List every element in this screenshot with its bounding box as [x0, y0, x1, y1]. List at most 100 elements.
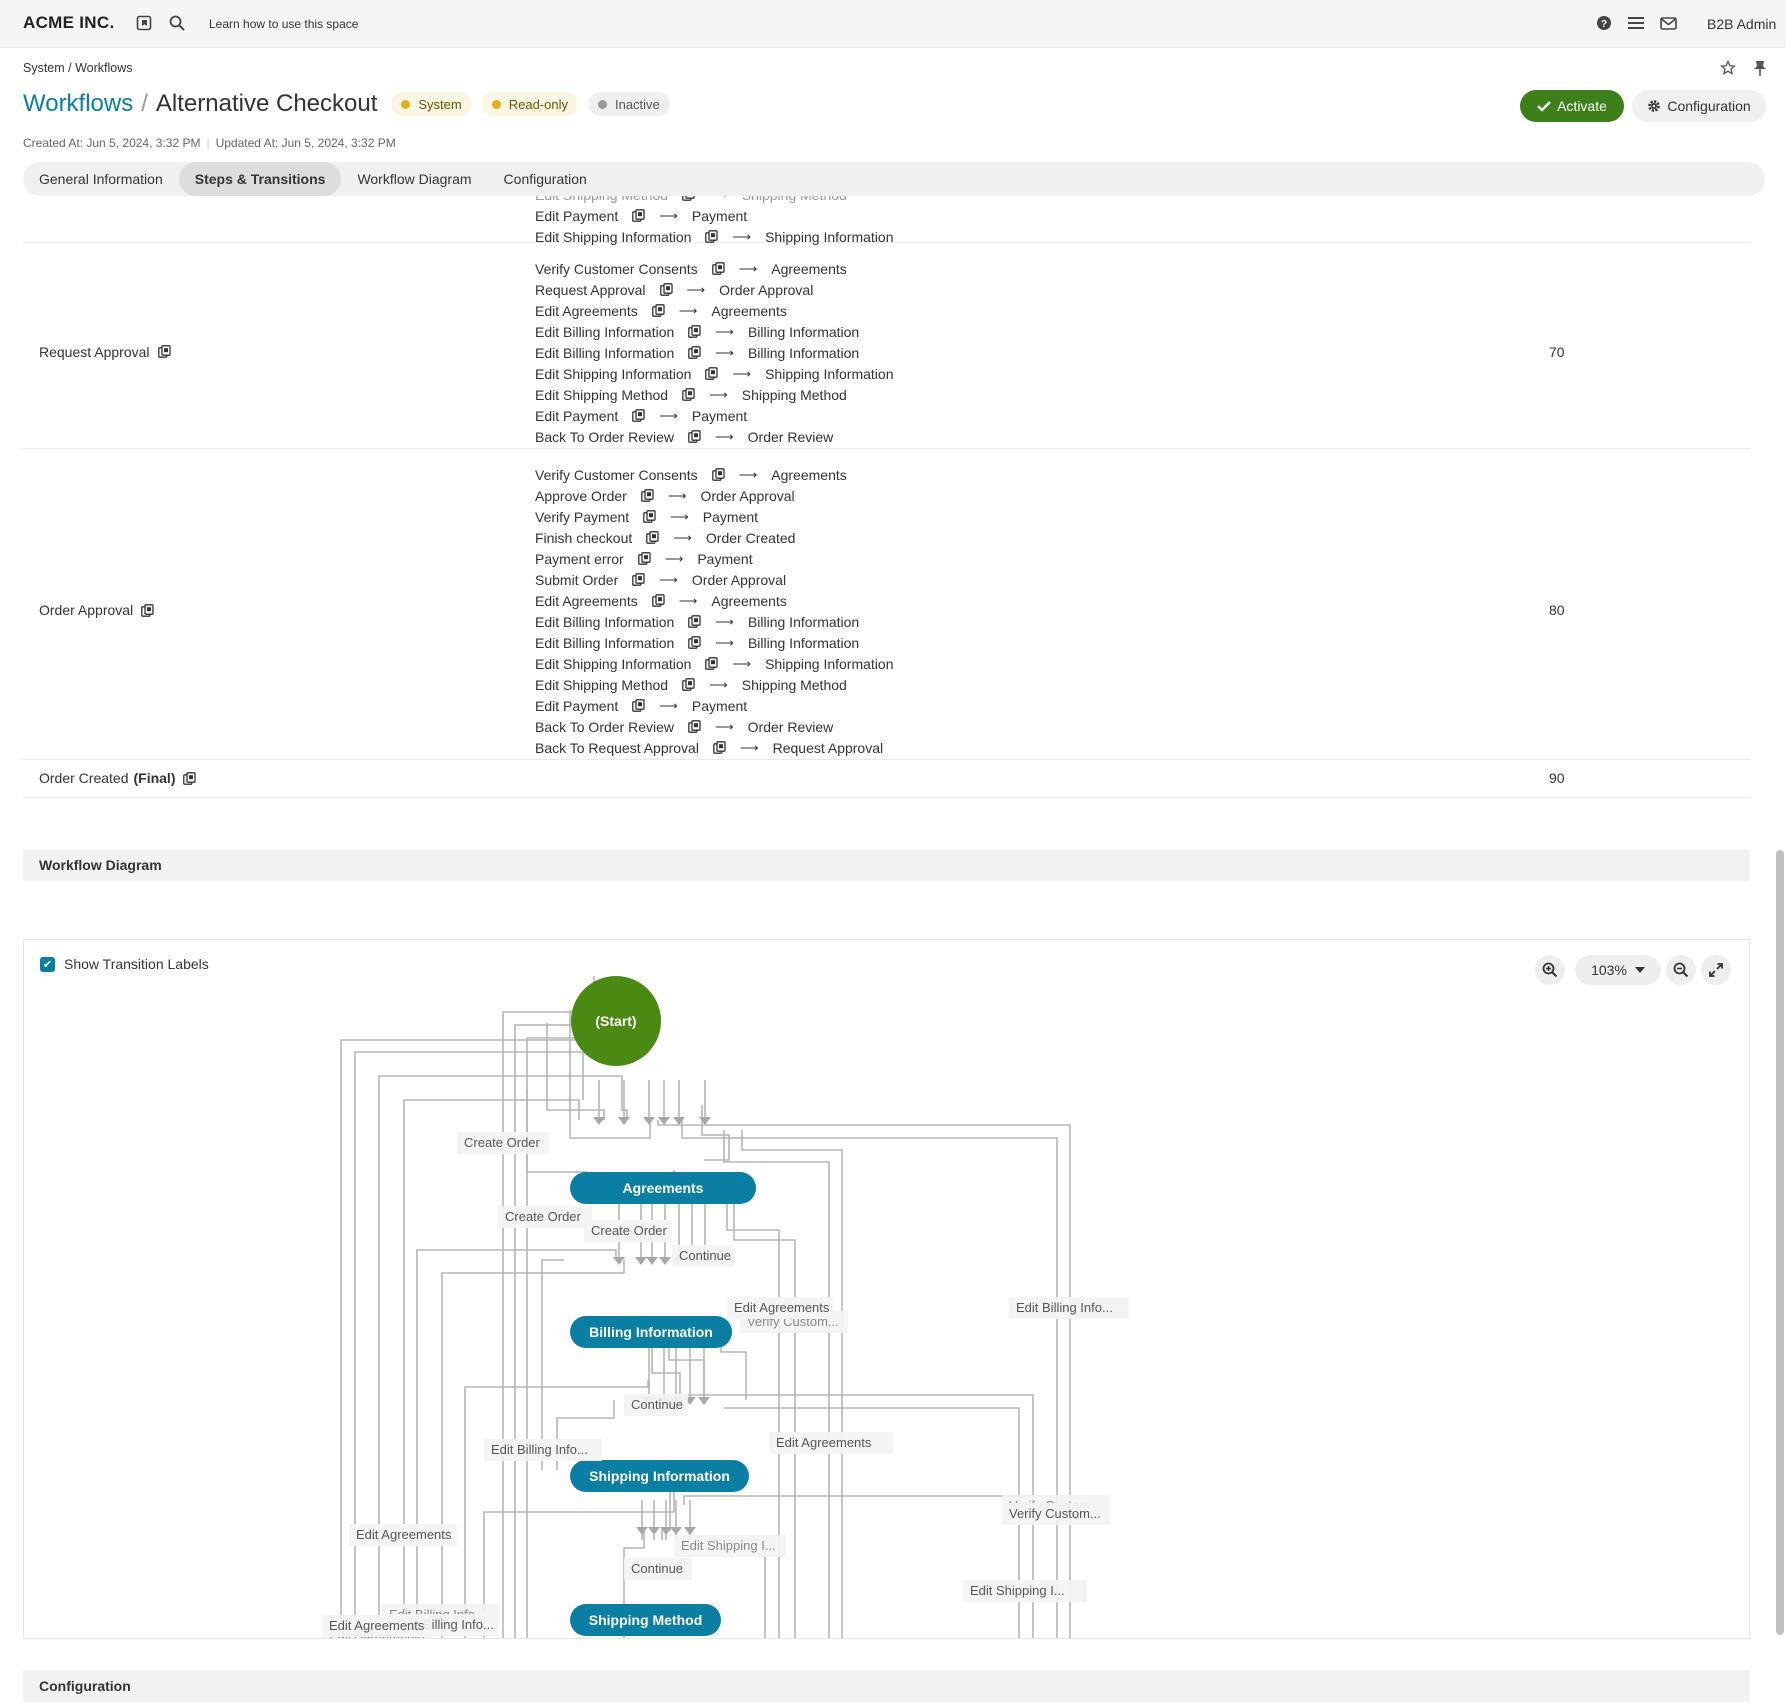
- arrow-right-icon: ⟶: [738, 466, 758, 482]
- edge-label: Edit Shipping I...: [970, 1583, 1065, 1598]
- tab-bar: General Information Steps & Transitions …: [23, 162, 1765, 196]
- translate-icon[interactable]: [682, 196, 695, 201]
- translate-icon[interactable]: [651, 304, 665, 317]
- translate-icon[interactable]: [705, 657, 719, 670]
- translate-icon[interactable]: [688, 346, 701, 359]
- zoom-in-icon: [1542, 962, 1558, 978]
- translate-icon[interactable]: [659, 283, 673, 296]
- translate-icon[interactable]: [651, 594, 665, 607]
- transition-target: Shipping Information: [765, 365, 894, 382]
- translate-icon[interactable]: [688, 430, 701, 443]
- edge-label-bg: [584, 1220, 672, 1242]
- transition-item: Edit Shipping Information⟶Shipping Infor…: [535, 653, 894, 674]
- tab-steps-transitions[interactable]: Steps & Transitions: [178, 162, 342, 196]
- transition-target: Shipping Information: [765, 655, 894, 672]
- transition-target: Order Created: [705, 529, 796, 546]
- translate-icon[interactable]: [183, 771, 197, 785]
- translate-icon[interactable]: [682, 388, 695, 401]
- translate-icon[interactable]: [688, 615, 701, 628]
- zoom-out-button[interactable]: [1666, 955, 1696, 985]
- search-icon[interactable]: [168, 14, 186, 32]
- breadcrumb[interactable]: System / Workflows: [23, 61, 133, 75]
- arrow-right-icon: ⟶: [664, 550, 684, 566]
- tab-workflow-diagram[interactable]: Workflow Diagram: [357, 171, 472, 187]
- translate-icon[interactable]: [688, 636, 701, 649]
- page-scrollbar[interactable]: [1776, 196, 1784, 1705]
- transition-label: Back To Request Approval: [535, 739, 699, 756]
- translate-icon[interactable]: [705, 230, 719, 243]
- transition-target: Agreements: [711, 302, 787, 319]
- bookmark-icon[interactable]: [135, 14, 153, 32]
- transition-target: Billing Information: [747, 634, 860, 651]
- transition-target: Order Approval: [691, 571, 787, 588]
- arrow-right-icon: ⟶: [678, 302, 698, 318]
- translate-icon[interactable]: [711, 468, 725, 481]
- arrowhead: [635, 1257, 647, 1265]
- pin-icon[interactable]: [1752, 60, 1768, 76]
- learn-link[interactable]: Learn how to use this space: [209, 17, 359, 31]
- translate-icon[interactable]: [632, 699, 645, 712]
- star-icon[interactable]: [1720, 60, 1736, 76]
- transition-label: Edit Payment: [535, 697, 619, 714]
- user-menu[interactable]: B2B Admin: [1707, 16, 1777, 32]
- arrow-right-icon: ⟶: [659, 207, 678, 223]
- translate-icon[interactable]: [711, 262, 725, 275]
- translate-icon[interactable]: [682, 678, 695, 691]
- step-name: Order Approval: [39, 602, 154, 618]
- scrollbar-thumb[interactable]: [1776, 850, 1784, 1635]
- help-icon[interactable]: ?: [1595, 14, 1613, 32]
- translate-icon[interactable]: [632, 209, 645, 222]
- transition-item: Edit Billing Information⟶Billing Informa…: [535, 342, 894, 363]
- edge-label-bg: [1002, 1503, 1110, 1525]
- translate-icon[interactable]: [157, 345, 171, 358]
- translate-icon[interactable]: [705, 367, 719, 380]
- edge-label-bg: [769, 1432, 893, 1454]
- step-name: Order Created(Final): [39, 770, 197, 786]
- arrow-right-icon: ⟶: [739, 739, 759, 755]
- configuration-button[interactable]: Configuration: [1632, 90, 1766, 122]
- translate-icon[interactable]: [640, 489, 654, 502]
- arrowhead: [618, 1117, 630, 1125]
- translate-icon[interactable]: [632, 573, 645, 586]
- arrow-right-icon: ⟶: [709, 676, 728, 692]
- transition-item: Approve Order⟶Order Approval: [535, 485, 894, 506]
- edge-label-bg: [624, 1394, 688, 1416]
- mail-icon[interactable]: [1659, 14, 1677, 32]
- zoom-level-select[interactable]: 103%: [1575, 955, 1661, 985]
- app-logo[interactable]: ACME INC.: [23, 13, 115, 32]
- transition-label: Edit Payment: [535, 207, 619, 224]
- translate-icon[interactable]: [637, 552, 651, 565]
- translate-icon[interactable]: [643, 510, 656, 523]
- step-order: 70: [1549, 343, 1565, 360]
- arrow-right-icon: ⟶: [738, 260, 758, 276]
- transition-item: Finish checkout⟶Order Created: [535, 527, 894, 548]
- menu-icon[interactable]: [1627, 14, 1645, 32]
- transition-item: Edit Shipping Method⟶Shipping Method: [535, 674, 894, 695]
- tab-configuration[interactable]: Configuration: [503, 171, 587, 187]
- translate-icon[interactable]: [632, 409, 645, 422]
- translate-icon[interactable]: [646, 531, 659, 544]
- transition-edge: [741, 1130, 843, 1638]
- arrowhead: [659, 1257, 671, 1265]
- transition-target: Agreements: [771, 260, 847, 277]
- transition-target: Payment: [691, 697, 748, 714]
- checkbox-checked-icon[interactable]: ✔: [40, 956, 55, 972]
- zoom-in-button[interactable]: [1535, 955, 1565, 985]
- created-at: Created At: Jun 5, 2024, 3:32 PM: [23, 136, 201, 150]
- translate-icon[interactable]: [713, 741, 726, 754]
- translate-icon[interactable]: [688, 325, 701, 338]
- zoom-level: 103%: [1591, 962, 1627, 978]
- fullscreen-button[interactable]: [1701, 955, 1731, 985]
- transition-target: Payment: [702, 508, 759, 525]
- workflows-link[interactable]: Workflows: [23, 90, 134, 117]
- activate-button[interactable]: Activate: [1520, 90, 1624, 122]
- shipping-information-node: [570, 1460, 749, 1492]
- translate-icon[interactable]: [688, 720, 701, 733]
- translate-icon[interactable]: [141, 603, 154, 617]
- tab-general-information[interactable]: General Information: [39, 171, 163, 187]
- workflow-diagram-panel[interactable]: ✔ Show Transition Labels 103% (Start)Agr…: [23, 939, 1750, 1639]
- start-node: [571, 976, 661, 1066]
- show-labels-toggle[interactable]: ✔ Show Transition Labels: [40, 956, 209, 972]
